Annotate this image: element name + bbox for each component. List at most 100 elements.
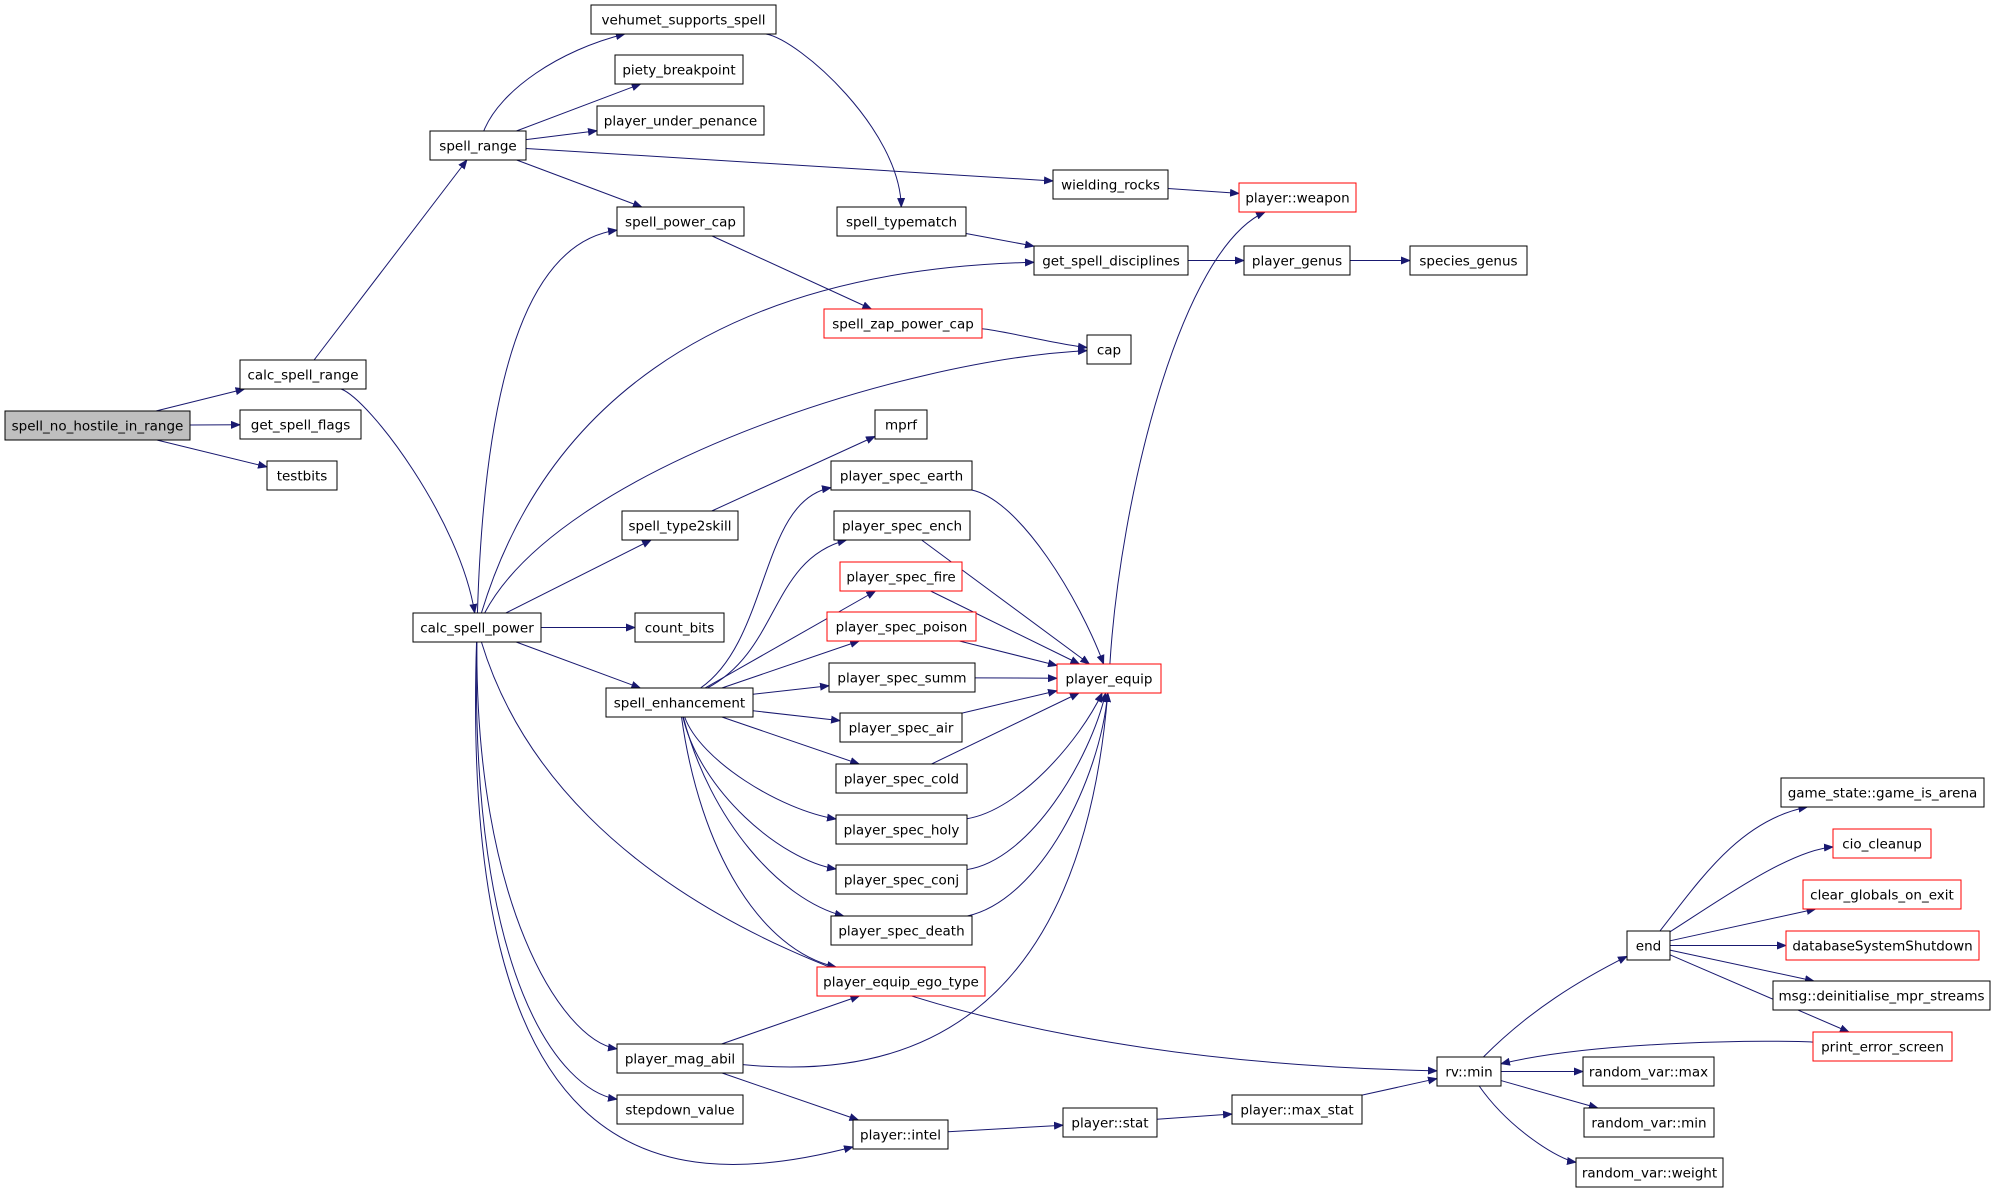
edge-calc_spell_power-to-rv_min: [480, 641, 1438, 1075]
graph-node-spell_zap_power_cap[interactable]: spell_zap_power_cap: [823, 308, 983, 339]
node-label: count_bits: [645, 621, 714, 637]
graph-node-player_spec_holy[interactable]: player_spec_holy: [835, 814, 968, 845]
node-box: [830, 460, 973, 491]
node-label: player_equip_ego_type: [823, 975, 979, 991]
graph-node-rv_min[interactable]: rv::min: [1436, 1056, 1502, 1087]
node-box: [1231, 1094, 1363, 1125]
graph-node-player_under_penance[interactable]: player_under_penance: [596, 105, 765, 136]
graph-node-calc_spell_power[interactable]: calc_spell_power: [412, 612, 542, 643]
graph-node-player_spec_cold[interactable]: player_spec_cold: [835, 763, 968, 794]
node-label: player::weapon: [1245, 191, 1349, 207]
graph-node-spell_type2skill[interactable]: spell_type2skill: [621, 510, 739, 541]
graph-node-spell_enhancement[interactable]: spell_enhancement: [605, 687, 754, 718]
node-label: spell_range: [439, 139, 516, 155]
graph-node-mprf[interactable]: mprf: [874, 409, 928, 440]
graph-node-player_spec_air[interactable]: player_spec_air: [839, 712, 963, 743]
node-box: [1626, 930, 1671, 961]
node-box: [616, 206, 745, 237]
graph-node-end[interactable]: end: [1626, 930, 1671, 961]
graph-node-wielding_rocks[interactable]: wielding_rocks: [1052, 169, 1169, 200]
graph-node-databaseSystemShutdown[interactable]: databaseSystemShutdown: [1785, 930, 1980, 961]
graph-node-random_var_min[interactable]: random_var::min: [1583, 1107, 1715, 1138]
edge-calc_spell_range-to-calc_spell_power: [340, 388, 478, 614]
node-label: player_spec_conj: [844, 873, 959, 889]
graph-node-vehumet_supports_spell[interactable]: vehumet_supports_spell: [590, 4, 777, 35]
graph-node-player_mag_abil[interactable]: player_mag_abil: [616, 1043, 744, 1074]
edge-vehumet_supports_spell-to-spell_typematch: [765, 33, 906, 208]
graph-node-random_var_weight[interactable]: random_var::weight: [1575, 1157, 1724, 1188]
graph-node-species_genus[interactable]: species_genus: [1409, 245, 1528, 276]
graph-node-spell_power_cap[interactable]: spell_power_cap: [616, 206, 745, 237]
graph-node-random_var_max[interactable]: random_var::max: [1582, 1056, 1715, 1087]
node-label: testbits: [277, 469, 328, 485]
graph-node-player_spec_summ[interactable]: player_spec_summ: [828, 662, 976, 693]
node-label: game_state::game_is_arena: [1788, 786, 1978, 802]
node-box: [1812, 1031, 1953, 1062]
node-label: spell_power_cap: [625, 215, 736, 231]
graph-node-player_spec_fire[interactable]: player_spec_fire: [839, 561, 963, 592]
graph-node-cap[interactable]: cap: [1086, 334, 1132, 365]
node-label: player_mag_abil: [625, 1052, 735, 1068]
graph-node-player_weapon[interactable]: player::weapon: [1238, 182, 1357, 213]
node-label: player::stat: [1071, 1116, 1148, 1132]
graph-node-deinitialise_mpr_streams[interactable]: msg::deinitialise_mpr_streams: [1772, 980, 1991, 1011]
edge-player_spec_holy-to-player_equip: [966, 692, 1103, 820]
edge-end-to-deinitialise_mpr_streams: [1669, 949, 1815, 984]
node-label: player_equip: [1066, 672, 1153, 688]
node-box: [412, 612, 542, 643]
graph-node-testbits[interactable]: testbits: [266, 460, 338, 491]
graph-node-player_genus[interactable]: player_genus: [1243, 245, 1351, 276]
graph-node-player_spec_earth[interactable]: player_spec_earth: [830, 460, 973, 491]
graph-node-player_spec_conj[interactable]: player_spec_conj: [835, 864, 968, 895]
graph-node-game_is_arena[interactable]: game_state::game_is_arena: [1780, 777, 1985, 808]
edge-end-to-print_error_screen: [1669, 954, 1850, 1033]
graph-node-stepdown_value[interactable]: stepdown_value: [616, 1094, 744, 1125]
edge-player_spec_cold-to-player_equip: [931, 692, 1080, 765]
edge-spell_no_hostile_in_range-to-testbits: [156, 439, 268, 469]
node-label: spell_type2skill: [628, 519, 731, 535]
graph-node-player_spec_ench[interactable]: player_spec_ench: [833, 510, 971, 541]
graph-node-cio_cleanup[interactable]: cio_cleanup: [1832, 828, 1932, 859]
edge-calc_spell_power-to-stepdown_value: [475, 641, 618, 1102]
edge-calc_spell_power-to-cap: [484, 347, 1088, 614]
edge-layer: [155, 32, 1850, 1165]
graph-node-spell_typematch[interactable]: spell_typematch: [836, 206, 967, 237]
graph-node-print_error_screen[interactable]: print_error_screen: [1812, 1031, 1953, 1062]
graph-node-player_max_stat[interactable]: player::max_stat: [1231, 1094, 1363, 1125]
node-box: [828, 662, 976, 693]
graph-node-spell_no_hostile_in_range[interactable]: spell_no_hostile_in_range: [4, 410, 191, 441]
graph-node-player_spec_poison[interactable]: player_spec_poison: [826, 611, 977, 642]
graph-node-get_spell_disciplines[interactable]: get_spell_disciplines: [1033, 245, 1189, 276]
graph-node-get_spell_flags[interactable]: get_spell_flags: [239, 409, 362, 440]
graph-node-player_spec_death[interactable]: player_spec_death: [830, 915, 973, 946]
edge-spell_enhancement-to-player_spec_poison: [721, 640, 861, 689]
node-label: rv::min: [1445, 1065, 1492, 1081]
edge-end-to-cio_cleanup: [1669, 843, 1834, 933]
graph-node-player_equip[interactable]: player_equip: [1056, 663, 1162, 694]
edge-calc_spell_range-to-spell_range: [313, 159, 468, 361]
edge-print_error_screen-to-rv_min: [1500, 1040, 1814, 1066]
graph-node-player_intel[interactable]: player::intel: [852, 1119, 949, 1150]
node-label: player_spec_earth: [840, 469, 963, 485]
graph-node-count_bits[interactable]: count_bits: [634, 612, 725, 643]
node-label: mprf: [885, 418, 918, 434]
node-label: print_error_screen: [1821, 1040, 1944, 1056]
edge-player_stat-to-player_max_stat: [1156, 1110, 1233, 1120]
graph-node-piety_breakpoint[interactable]: piety_breakpoint: [614, 54, 744, 85]
edge-spell_enhancement-to-player_spec_fire: [704, 590, 877, 689]
edge-spell_enhancement-to-player_spec_summ: [752, 682, 830, 695]
graph-node-player_stat[interactable]: player::stat: [1062, 1107, 1158, 1138]
node-label: random_var::weight: [1582, 1166, 1717, 1182]
node-box: [839, 712, 963, 743]
node-box: [1409, 245, 1528, 276]
node-label: wielding_rocks: [1061, 178, 1160, 194]
node-box: [1052, 169, 1169, 200]
node-box: [1033, 245, 1189, 276]
graph-node-calc_spell_range[interactable]: calc_spell_range: [239, 359, 367, 390]
node-label: clear_globals_on_exit: [1810, 888, 1954, 904]
graph-node-player_equip_ego_type[interactable]: player_equip_ego_type: [816, 966, 986, 997]
node-label: player_spec_air: [849, 721, 954, 737]
node-box: [621, 510, 739, 541]
graph-node-clear_globals_on_exit[interactable]: clear_globals_on_exit: [1802, 879, 1962, 910]
graph-node-spell_range[interactable]: spell_range: [429, 130, 527, 161]
